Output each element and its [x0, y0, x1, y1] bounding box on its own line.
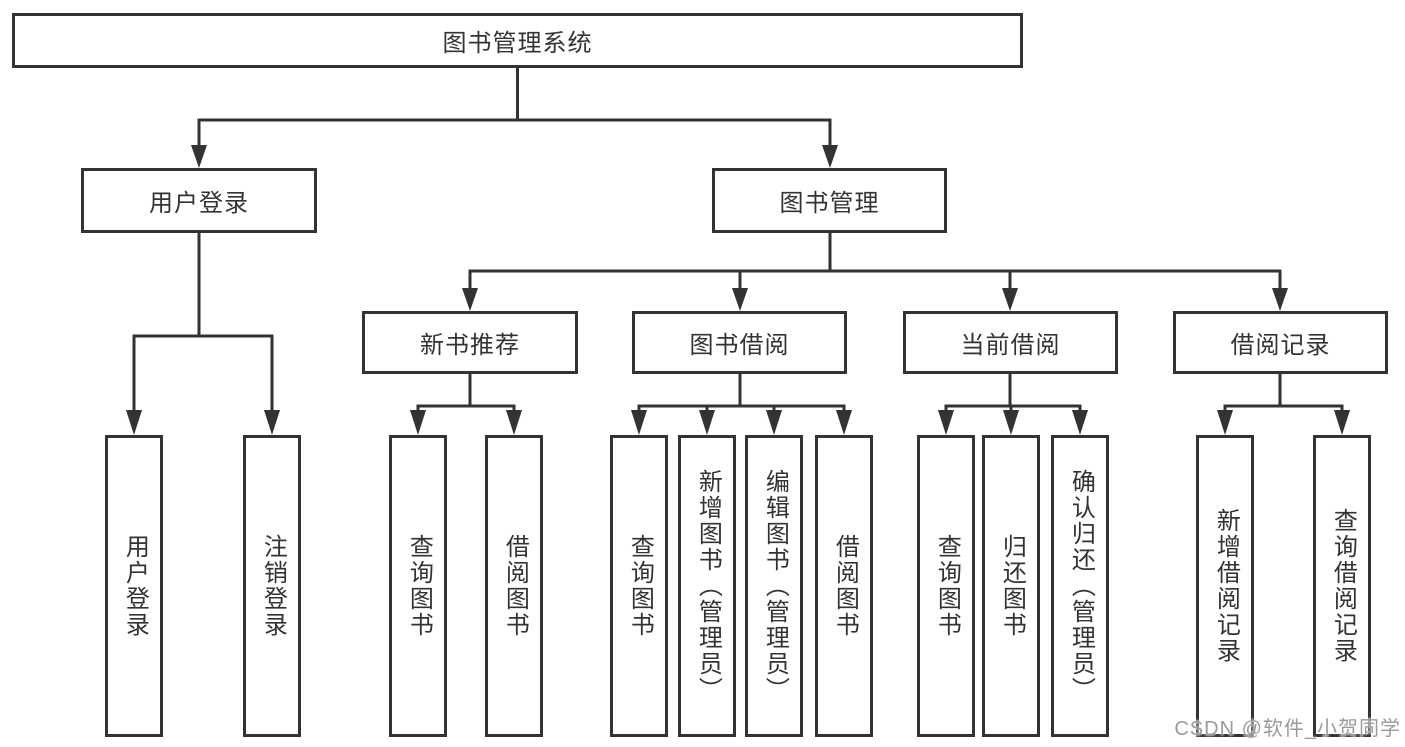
arrowhead	[506, 410, 522, 435]
leaf-logout-login: 注销登录	[243, 435, 301, 737]
leaf-borrow-books-borrowing: 借阅图书	[815, 435, 873, 737]
node-label: 新增借阅记录	[1212, 508, 1240, 664]
node-label: 借阅图书	[501, 534, 529, 638]
leaf-confirm-return-admin: 确认归还（管理员）	[1051, 435, 1109, 737]
leaf-add-book-admin: 新增图书（管理员）	[678, 435, 736, 737]
arrowhead	[1072, 410, 1088, 435]
node-label: 编辑图书（管理员）	[761, 469, 789, 703]
leaf-user-login: 用户登录	[105, 435, 163, 737]
arrowhead	[1272, 288, 1288, 311]
arrowhead	[938, 410, 954, 435]
node-book-borrowing: 图书借阅	[632, 311, 847, 374]
connector-borrowing-to-leaves	[631, 372, 852, 435]
leaf-query-books-borrowing: 查询图书	[610, 435, 668, 737]
node-new-book-recommend: 新书推荐	[362, 311, 578, 374]
leaf-edit-book-admin: 编辑图书（管理员）	[745, 435, 803, 737]
connector-recommend-to-leaves	[410, 372, 522, 435]
arrowhead	[462, 288, 478, 311]
leaf-query-books-recommend: 查询图书	[389, 435, 447, 737]
arrowhead	[191, 145, 207, 168]
arrowhead	[1217, 410, 1233, 435]
connector-current-to-leaves	[938, 372, 1088, 435]
connector-root-to-level2	[191, 66, 838, 168]
arrowhead	[126, 410, 142, 435]
node-label: 新增图书（管理员）	[694, 469, 722, 703]
node-label: 新书推荐	[420, 332, 520, 359]
leaf-query-books-current: 查询图书	[917, 435, 975, 737]
node-label: 用户登录	[121, 534, 149, 638]
node-label: 图书管理系统	[442, 30, 593, 57]
connector-bookmgmt-to-level3	[462, 231, 1288, 311]
node-label: 查询图书	[933, 534, 961, 638]
arrowhead	[264, 410, 280, 435]
node-label: 查询借阅记录	[1329, 508, 1357, 664]
arrowhead	[631, 410, 647, 435]
node-label: 归还图书	[998, 534, 1026, 638]
node-user-login: 用户登录	[81, 168, 317, 233]
node-label: 借阅图书	[831, 534, 859, 638]
node-label: 查询图书	[626, 534, 654, 638]
arrowhead	[766, 410, 782, 435]
node-label: 借阅记录	[1230, 332, 1331, 359]
leaf-query-borrow-record: 查询借阅记录	[1313, 435, 1371, 737]
arrowhead	[822, 145, 838, 168]
node-label: 用户登录	[149, 190, 249, 217]
connector-userlogin-to-leaves	[126, 231, 280, 435]
arrowhead	[699, 410, 715, 435]
node-root-library-system: 图书管理系统	[12, 13, 1023, 68]
node-label: 当前借阅	[960, 332, 1061, 359]
arrowhead	[836, 410, 852, 435]
node-label: 查询图书	[405, 534, 433, 638]
arrowhead	[1002, 288, 1018, 311]
node-current-borrowing: 当前借阅	[903, 311, 1118, 374]
arrowhead	[1334, 410, 1350, 435]
node-book-management: 图书管理	[712, 168, 947, 233]
leaf-add-borrow-record: 新增借阅记录	[1196, 435, 1254, 737]
leaf-borrow-books-recommend: 借阅图书	[485, 435, 543, 737]
node-label: 确认归还（管理员）	[1067, 469, 1095, 703]
arrowhead	[410, 410, 426, 435]
arrowhead	[732, 288, 748, 311]
node-label: 注销登录	[259, 534, 287, 638]
node-label: 图书借阅	[689, 332, 790, 359]
csdn-watermark: CSDN @软件_小贺同学	[1174, 718, 1401, 740]
leaf-return-books: 归还图书	[982, 435, 1040, 737]
connector-records-to-leaves	[1217, 372, 1350, 435]
arrowhead	[1003, 410, 1019, 435]
node-borrow-records: 借阅记录	[1173, 311, 1388, 374]
node-label: 图书管理	[779, 190, 880, 217]
